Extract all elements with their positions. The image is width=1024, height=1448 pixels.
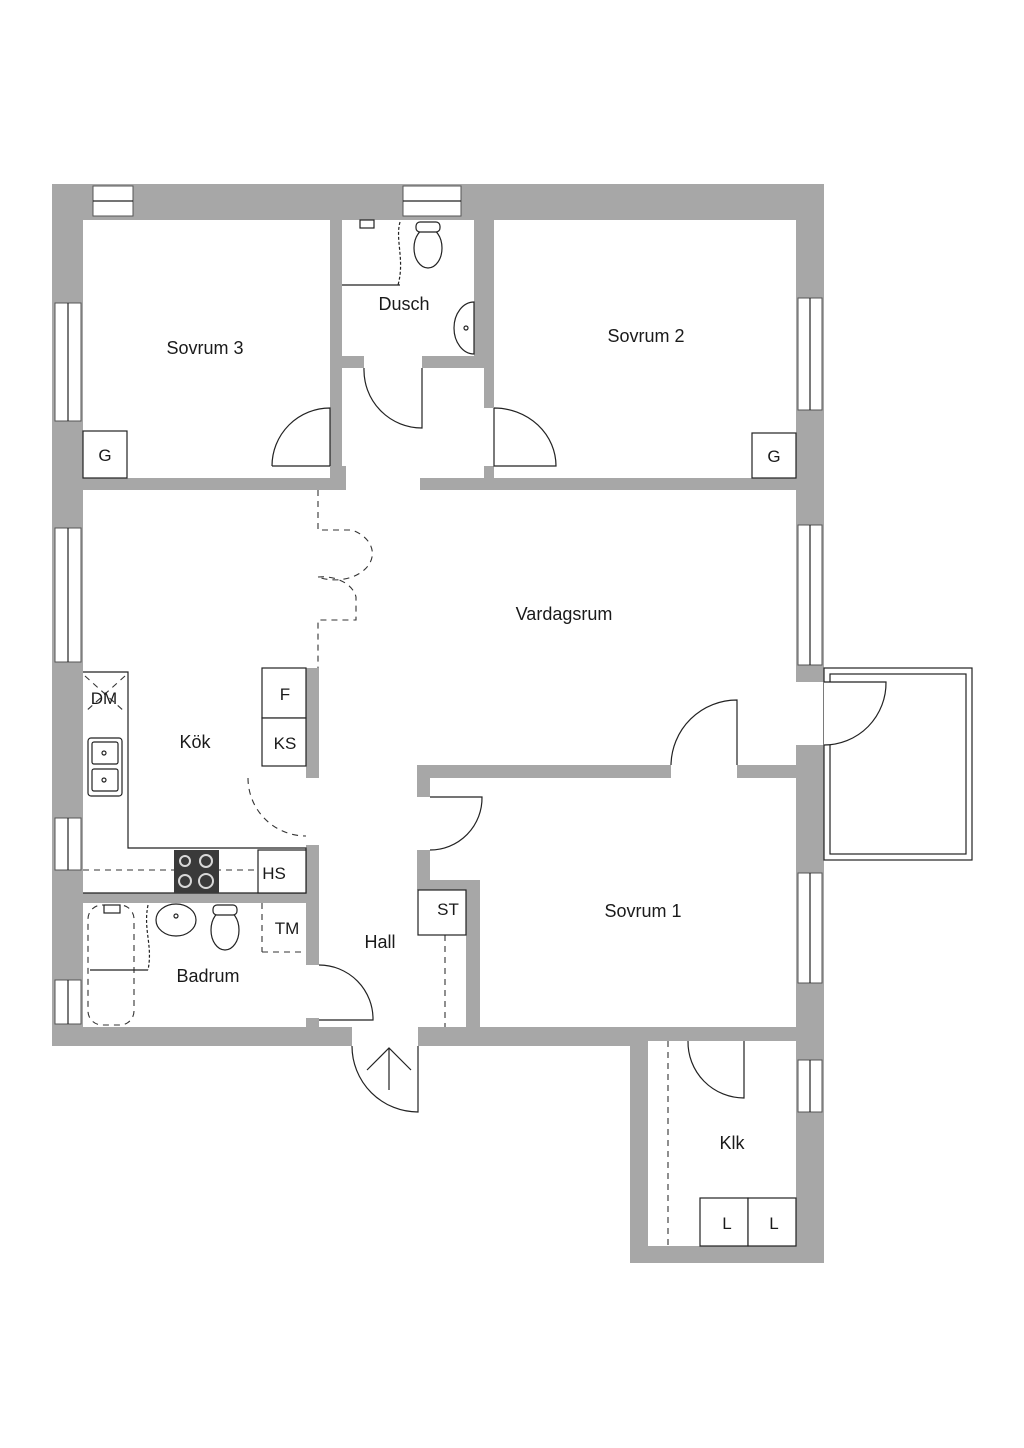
washbasin-icon: [155, 903, 197, 937]
room-label-dusch: Dusch: [378, 294, 429, 314]
room-label-sovrum-3: Sovrum 3: [166, 338, 243, 358]
doors: [247, 367, 887, 1113]
room-label-vardagsrum: Vardagsrum: [516, 604, 613, 624]
kitchen-counter: [83, 667, 307, 894]
room-labels: Sovrum 3 Dusch Sovrum 2 Vardagsrum Kök S…: [166, 294, 745, 1153]
fixture-label-tm: TM: [275, 919, 300, 938]
bathtub-icon: [87, 904, 135, 1026]
room-label-klk: Klk: [719, 1133, 745, 1153]
fixture-labels: G G DM F KS HS TM ST L L: [91, 446, 781, 1233]
room-label-kok: Kök: [179, 732, 211, 752]
wardrobes: [82, 430, 797, 1247]
fixture-label-f: F: [280, 685, 290, 704]
fixture-label-hs: HS: [262, 864, 286, 883]
fixture-label-g: G: [767, 447, 780, 466]
room-label-sovrum-2: Sovrum 2: [607, 326, 684, 346]
fixture-label-g: G: [98, 446, 111, 465]
interior-walls: [83, 218, 824, 1041]
shower-fixtures: [342, 219, 475, 355]
windows: [54, 185, 823, 1113]
fixture-label-l: L: [722, 1214, 731, 1233]
toilet-icon: [413, 227, 443, 269]
room-label-hall: Hall: [364, 932, 395, 952]
room-label-badrum: Badrum: [176, 966, 239, 986]
toilet-icon: [210, 909, 240, 951]
fixture-label-ks: KS: [274, 734, 297, 753]
room-label-sovrum-1: Sovrum 1: [604, 901, 681, 921]
bathroom-fixtures: [87, 903, 240, 1026]
balcony: [823, 667, 973, 861]
fixture-label-l: L: [769, 1214, 778, 1233]
fixture-label-st: ST: [437, 900, 459, 919]
fixture-label-dm: DM: [91, 689, 117, 708]
